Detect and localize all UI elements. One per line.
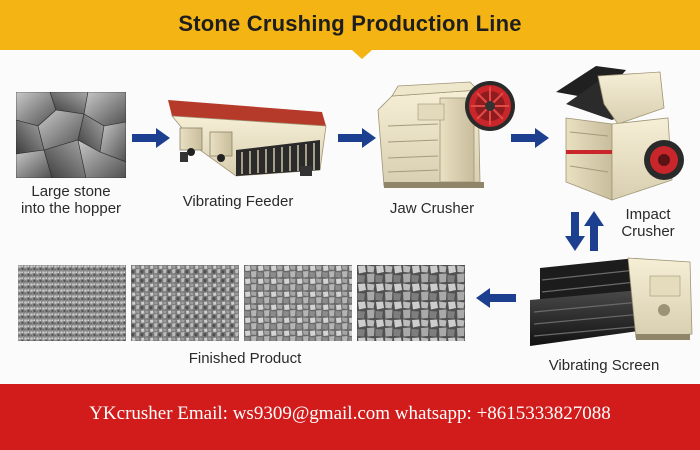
impact-crusher-machine bbox=[556, 66, 684, 201]
left-arrow-icon bbox=[476, 288, 516, 308]
finished-product-image-fine-gravel bbox=[18, 265, 126, 341]
large-stone-image bbox=[16, 92, 126, 178]
down-arrow-icon bbox=[565, 212, 585, 251]
label-vibrating-feeder: Vibrating Feeder bbox=[182, 193, 294, 210]
right-arrow-icon bbox=[511, 128, 549, 148]
right-arrow-icon bbox=[338, 128, 376, 148]
contact-info: YKcrusher Email: ws9309@gmail.com whatsa… bbox=[89, 403, 611, 424]
finished-product-image-coarse-gravel bbox=[357, 265, 465, 341]
label-large-stone: Large stone into the hopper bbox=[20, 183, 122, 217]
label-impact-crusher: Impact Crusher bbox=[621, 206, 675, 240]
right-arrow-icon bbox=[132, 128, 170, 148]
jaw-crusher-machine bbox=[377, 81, 515, 188]
up-arrow-icon bbox=[584, 211, 604, 251]
vibrating-screen-machine bbox=[530, 257, 693, 346]
title-pointer bbox=[352, 50, 372, 59]
vibrating-feeder-machine bbox=[168, 100, 327, 177]
diagram-title: Stone Crushing Production Line bbox=[178, 11, 522, 36]
label-vibrating-screen: Vibrating Screen bbox=[548, 357, 660, 374]
finished-product-image-medium-gravel bbox=[244, 265, 352, 341]
label-finished-product: Finished Product bbox=[188, 350, 302, 367]
label-jaw-crusher: Jaw Crusher bbox=[389, 200, 475, 217]
finished-product-image-small-gravel bbox=[131, 265, 239, 341]
footer-bar bbox=[0, 384, 700, 450]
title-bar bbox=[0, 0, 700, 50]
